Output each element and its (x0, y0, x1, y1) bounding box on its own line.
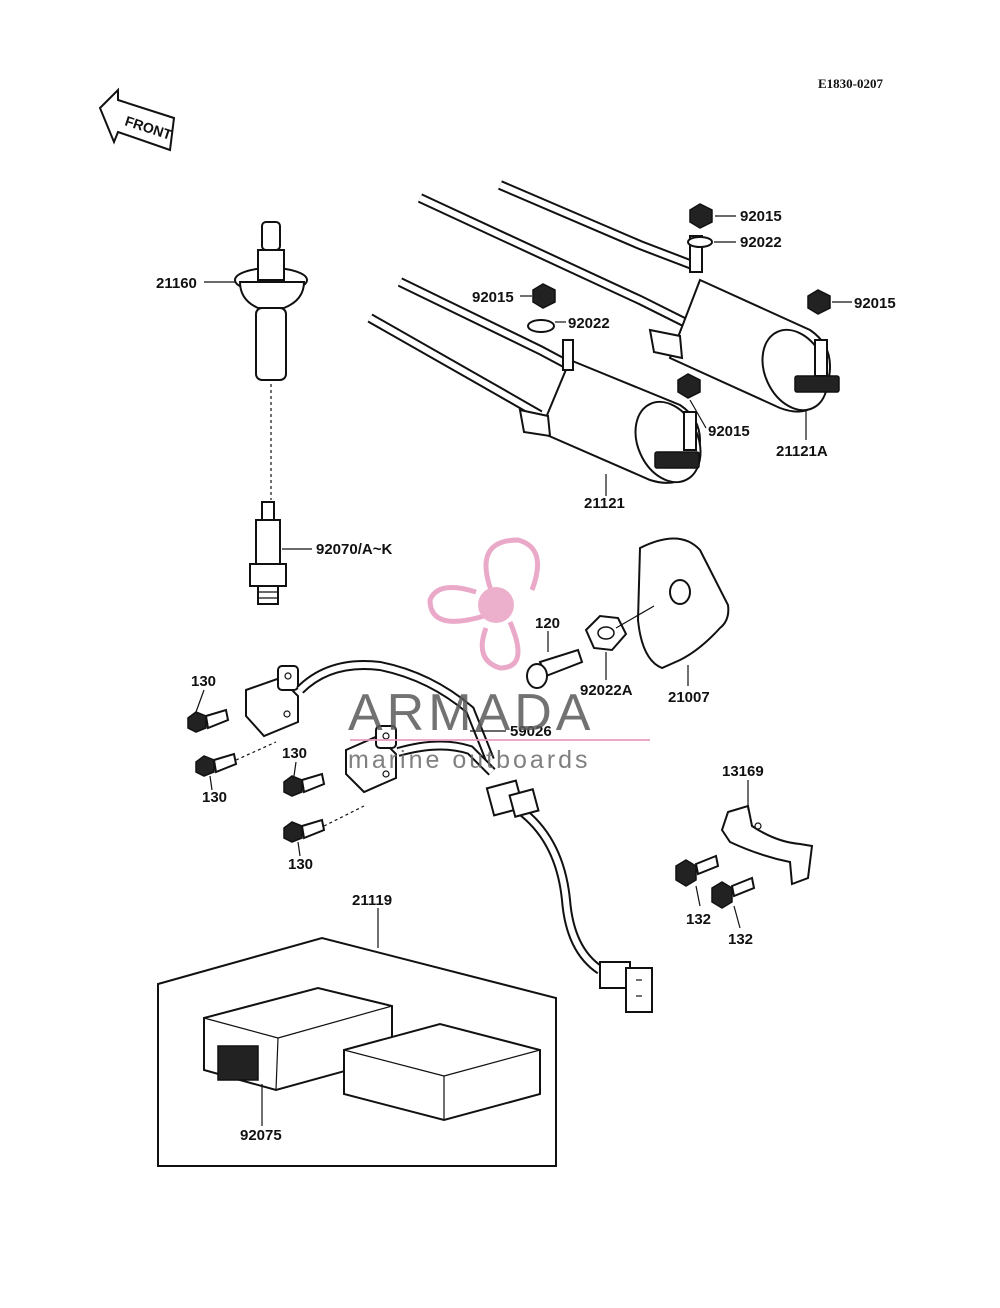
label-130-d: 130 (288, 856, 313, 873)
nut-92022a (584, 614, 628, 652)
plug-cap (234, 221, 308, 381)
label-132-b: 132 (728, 931, 753, 948)
bolt-132-a (675, 854, 720, 887)
timing-plate (636, 537, 730, 670)
bolt-120 (526, 648, 584, 689)
label-21121a: 21121A (776, 443, 828, 460)
front-arrow-icon: FRONT (98, 87, 176, 152)
nut-92015-c (807, 289, 831, 315)
washer-92022-b (527, 319, 555, 333)
bolt-130-b (195, 752, 238, 777)
bolt-132-b (711, 876, 756, 909)
nut-92015-d (677, 373, 701, 399)
spark-plug (249, 501, 287, 605)
pulser-wiring (296, 660, 603, 975)
label-132-a: 132 (686, 911, 711, 928)
label-92022a: 92022A (580, 682, 633, 699)
propeller-icon (427, 537, 541, 671)
bolt-130-d (283, 818, 326, 843)
label-13169: 13169 (722, 763, 764, 780)
label-92070: 92070/A~K (316, 541, 392, 558)
label-130-a: 130 (191, 673, 216, 690)
label-92015-c: 92015 (854, 295, 896, 312)
washer-92022-a (687, 236, 713, 248)
label-130-b: 130 (202, 789, 227, 806)
bolt-130-c (283, 772, 326, 797)
label-92015-b: 92015 (472, 289, 514, 306)
label-21121: 21121 (584, 495, 625, 512)
nut-92015-a (689, 203, 713, 229)
bracket-13169 (720, 804, 814, 886)
ignition-coil-21121 (518, 339, 702, 484)
igniter-assembly-frame (157, 936, 557, 1167)
terminal-connector (599, 961, 653, 1013)
label-92075: 92075 (240, 1127, 282, 1144)
label-21119: 21119 (352, 892, 392, 909)
label-21160: 21160 (156, 275, 197, 292)
label-92015-d: 92015 (708, 423, 750, 440)
pulser-coil-lower (345, 725, 397, 794)
nut-92015-b (532, 283, 556, 309)
label-92015-a: 92015 (740, 208, 782, 225)
pulser-coil-upper (245, 665, 299, 738)
igniter-cover (343, 1022, 541, 1122)
ignition-coil-21121a (648, 235, 840, 413)
label-130-c: 130 (282, 745, 307, 762)
wire-connector (485, 779, 540, 818)
bolt-130-a (187, 708, 230, 733)
label-92022-a: 92022 (740, 234, 782, 251)
diagram-code: E1830-0207 (818, 76, 884, 91)
label-59026: 59026 (510, 723, 552, 740)
watermark-brand: ARMADA (348, 684, 594, 742)
spark-plug-lead (265, 124, 703, 335)
label-120: 120 (535, 615, 560, 632)
label-92022-b: 92022 (568, 315, 610, 332)
label-21007: 21007 (668, 689, 710, 706)
watermark-tagline: marine outboards (348, 746, 591, 774)
coil-leads (367, 180, 702, 420)
watermark: ARMADA marine outboards (348, 537, 650, 774)
